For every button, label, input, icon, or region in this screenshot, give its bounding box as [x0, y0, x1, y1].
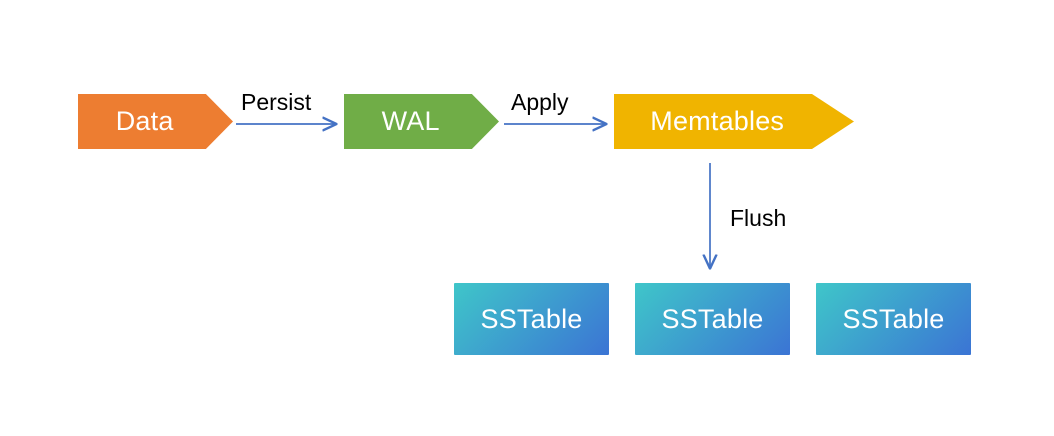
node-memtables[interactable]: Memtables [614, 94, 854, 149]
node-sstable-3[interactable]: SSTable [816, 283, 971, 355]
edge-label-persist: Persist [241, 89, 312, 115]
node-data-label: Data [115, 106, 174, 136]
node-sstable-1-label: SSTable [480, 303, 583, 334]
node-sstable-2-label: SSTable [661, 303, 764, 334]
node-memtables-label: Memtables [650, 106, 785, 136]
node-data[interactable]: Data [78, 94, 233, 149]
node-sstable-2[interactable]: SSTable [635, 283, 790, 355]
edge-label-flush: Flush [730, 205, 787, 231]
node-wal[interactable]: WAL [344, 94, 499, 149]
edge-label-apply: Apply [511, 89, 569, 115]
node-sstable-3-label: SSTable [842, 303, 945, 334]
node-wal-label: WAL [381, 106, 440, 136]
node-sstable-1[interactable]: SSTable [454, 283, 609, 355]
